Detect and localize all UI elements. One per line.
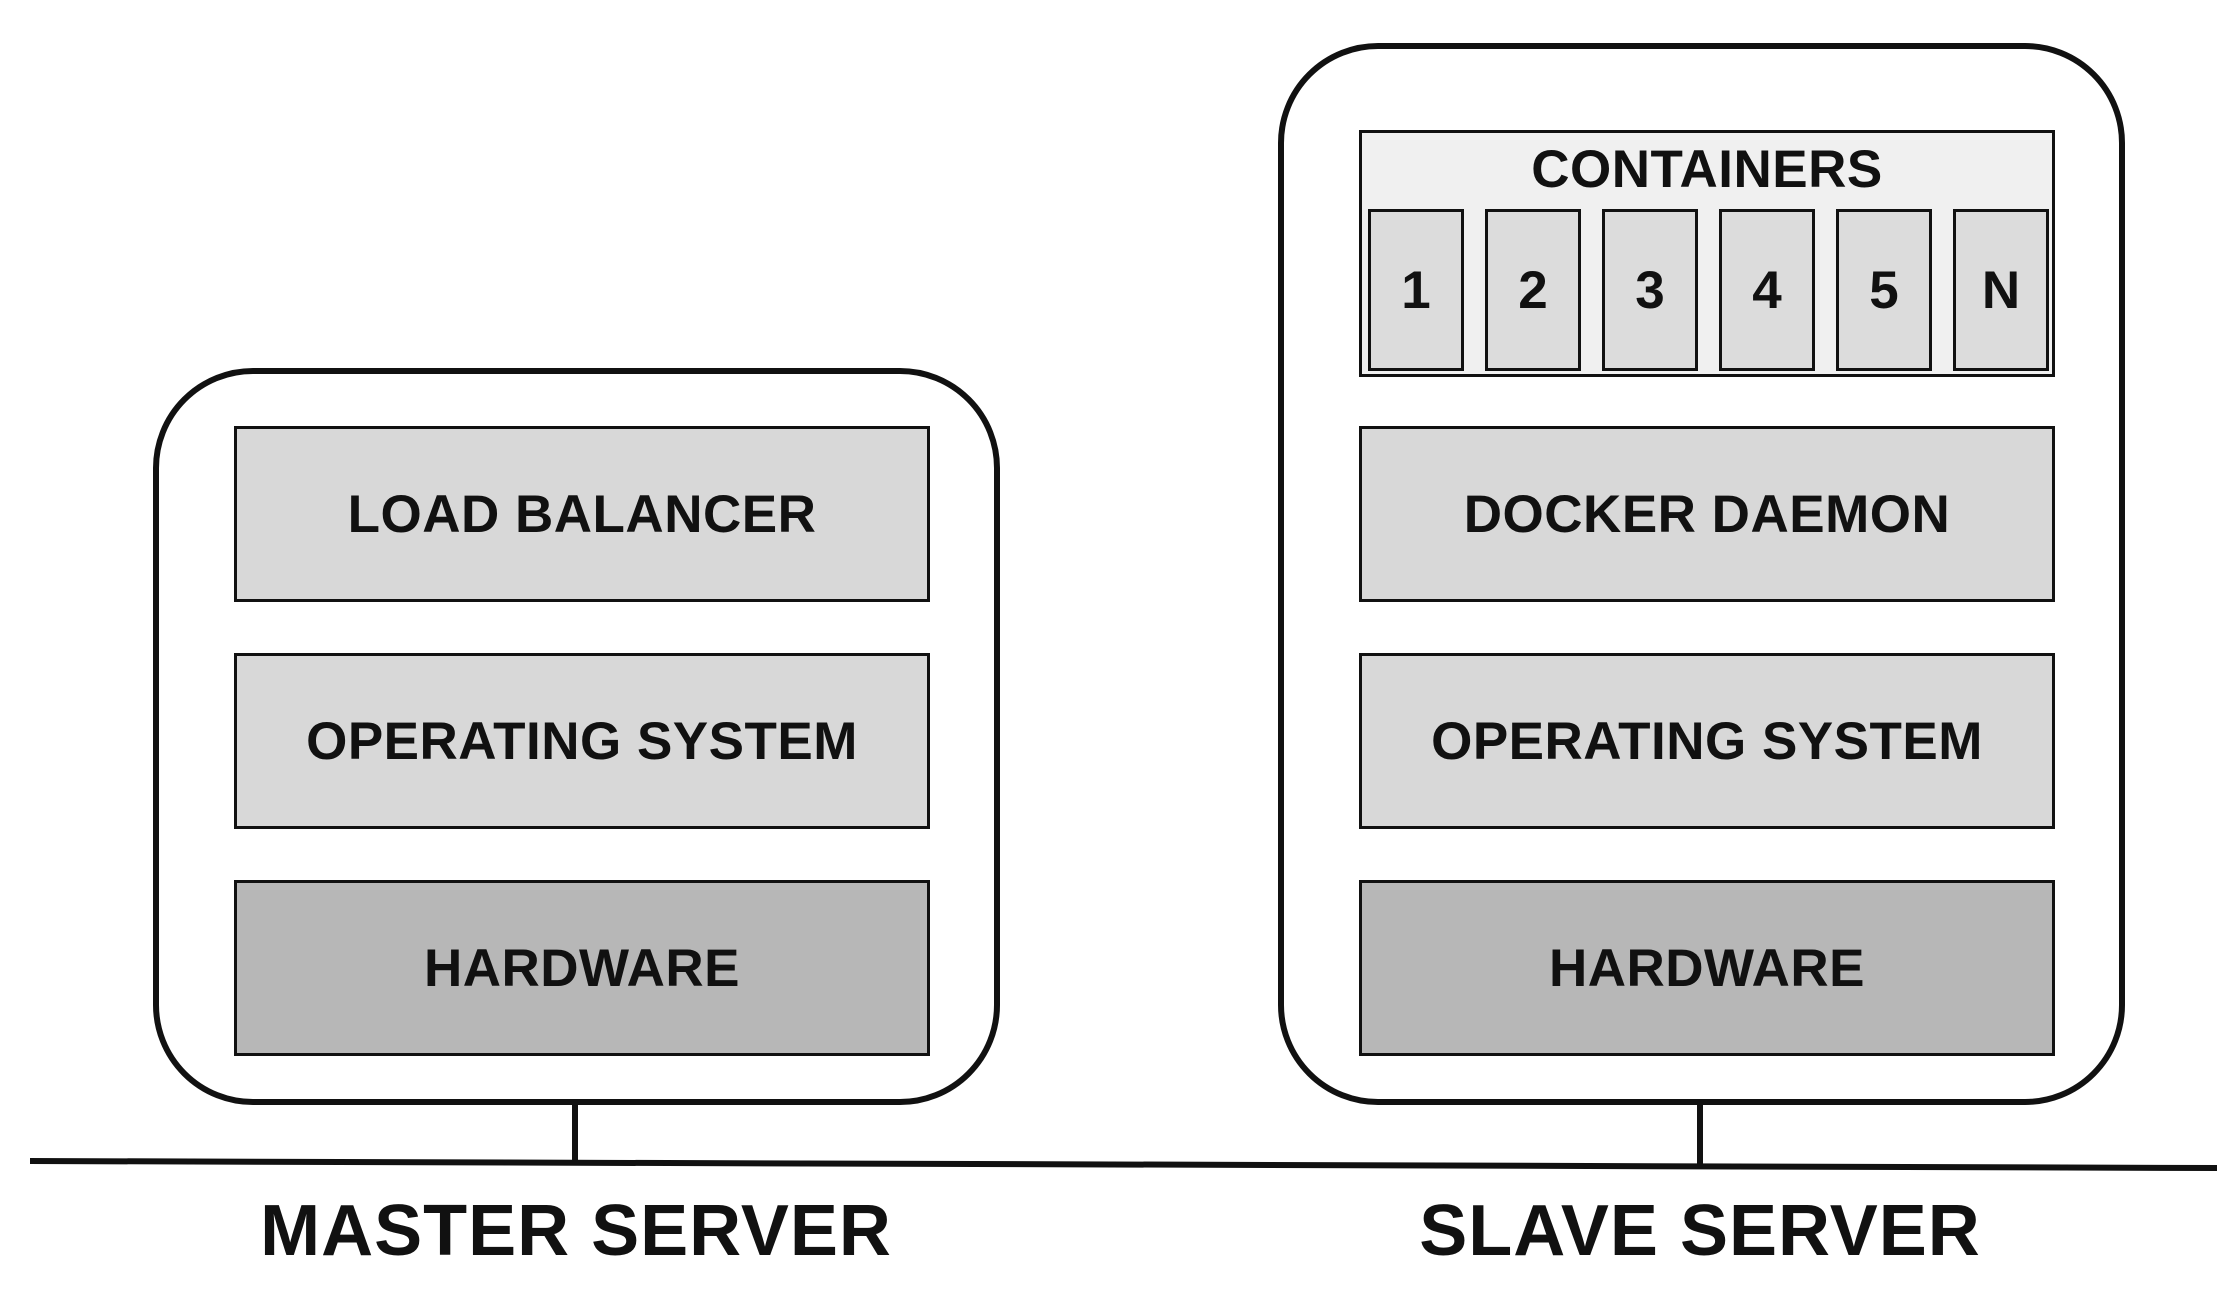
master-hardware-layer: HARDWARE <box>234 880 930 1056</box>
container-slot: 5 <box>1836 209 1932 371</box>
container-slot: 2 <box>1485 209 1581 371</box>
master-server-label: MASTER SERVER <box>260 1191 892 1271</box>
slave-docker-daemon-layer: DOCKER DAEMON <box>1359 426 2055 602</box>
container-slot: 4 <box>1719 209 1815 371</box>
slave-containers-group: CONTAINERS 1 2 3 4 5 N <box>1359 130 2055 377</box>
container-slot: 3 <box>1602 209 1698 371</box>
containers-label: CONTAINERS <box>1531 140 1883 199</box>
slave-server-label: SLAVE SERVER <box>1419 1191 1981 1271</box>
slave-server-box: CONTAINERS 1 2 3 4 5 N DOCKER DAEMON OPE… <box>1278 43 2125 1105</box>
master-operating-system-layer: OPERATING SYSTEM <box>234 653 930 829</box>
master-server-box: LOAD BALANCER OPERATING SYSTEM HARDWARE <box>153 368 1000 1105</box>
master-load-balancer-layer: LOAD BALANCER <box>234 426 930 602</box>
network-bus-line <box>29 1158 2218 1171</box>
container-slot: N <box>1953 209 2049 371</box>
slave-hardware-layer: HARDWARE <box>1359 880 2055 1056</box>
slave-operating-system-layer: OPERATING SYSTEM <box>1359 653 2055 829</box>
container-slot: 1 <box>1368 209 1464 371</box>
